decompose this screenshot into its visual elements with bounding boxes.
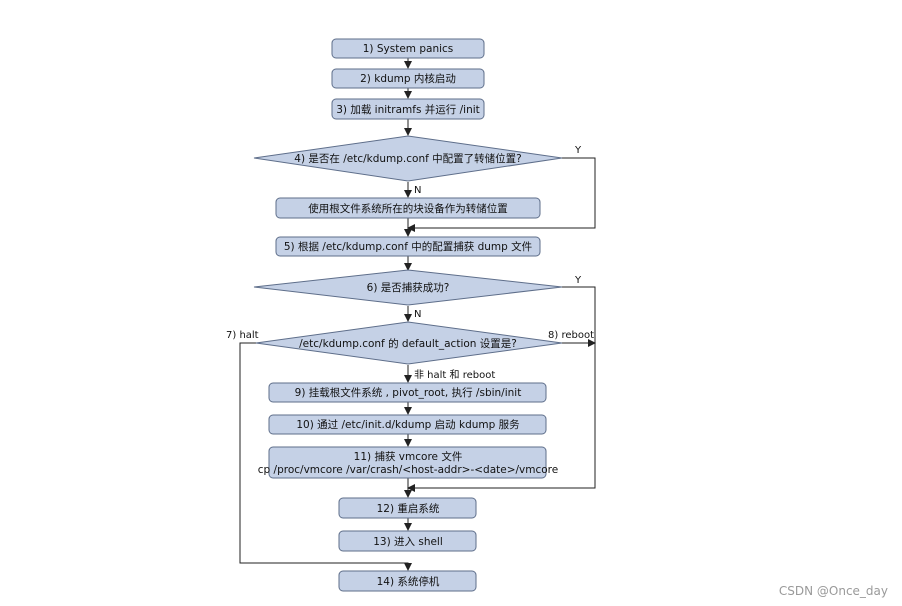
node-capture-dump: 5) 根据 /etc/kdump.conf 中的配置捕获 dump 文件: [275, 236, 541, 257]
node-enter-shell: 13) 进入 shell: [338, 530, 477, 552]
edge-label-halt: 7) halt: [226, 330, 259, 341]
edge-label-d4-yes: Y: [574, 145, 582, 156]
node-system-panics: 1) System panics: [331, 38, 485, 59]
node-reboot-system: 12) 重启系统: [338, 497, 477, 519]
node-load-initramfs-label: 3) 加载 initramfs 并运行 /init: [336, 103, 480, 116]
decision-capture-success: 6) 是否捕获成功?: [253, 269, 563, 306]
node-use-root-device-label: 使用根文件系统所在的块设备作为转储位置: [308, 202, 508, 215]
node-enter-shell-label: 13) 进入 shell: [373, 536, 443, 548]
node-start-kdump-service-label: 10) 通过 /etc/init.d/kdump 启动 kdump 服务: [296, 418, 520, 431]
node-start-kdump-service: 10) 通过 /etc/init.d/kdump 启动 kdump 服务: [268, 414, 547, 435]
node-capture-vmcore: 11) 捕获 vmcore 文件 cp /proc/vmcore /var/cr…: [258, 446, 558, 479]
node-system-halt-label: 14) 系统停机: [377, 575, 440, 588]
edge-label-reboot: 8) reboot: [548, 330, 594, 341]
watermark: CSDN @Once_day: [778, 584, 888, 598]
edge-4-yes: [407, 157, 596, 232]
node-mount-rootfs-label: 9) 挂载根文件系统 , pivot_root, 执行 /sbin/init: [295, 386, 522, 399]
node-capture-vmcore-label-2: cp /proc/vmcore /var/crash/<host-addr>-<…: [258, 464, 558, 476]
node-capture-dump-label: 5) 根据 /etc/kdump.conf 中的配置捕获 dump 文件: [284, 240, 532, 253]
node-kdump-kernel-start-label: 2) kdump 内核启动: [360, 72, 456, 85]
edges: [239, 58, 596, 571]
edge-6-yes: [407, 286, 596, 492]
decision-dump-target-configured: 4) 是否在 /etc/kdump.conf 中配置了转储位置?: [253, 135, 563, 182]
node-capture-vmcore-label-1: 11) 捕获 vmcore 文件: [354, 450, 463, 463]
edge-label-d6-yes: Y: [574, 275, 582, 286]
edge-7-halt: [239, 342, 412, 571]
edge-label-d6-no: N: [414, 309, 421, 320]
node-kdump-kernel-start: 2) kdump 内核启动: [331, 68, 485, 89]
decision-default-action: /etc/kdump.conf 的 default_action 设置是?: [255, 321, 563, 365]
node-mount-rootfs: 9) 挂载根文件系统 , pivot_root, 执行 /sbin/init: [268, 382, 547, 403]
decision-dump-target-configured-label: 4) 是否在 /etc/kdump.conf 中配置了转储位置?: [294, 152, 521, 165]
node-system-halt: 14) 系统停机: [338, 570, 477, 592]
node-load-initramfs: 3) 加载 initramfs 并运行 /init: [331, 98, 485, 120]
decision-default-action-label: /etc/kdump.conf 的 default_action 设置是?: [299, 337, 517, 350]
node-system-panics-label: 1) System panics: [363, 43, 454, 55]
node-reboot-system-label: 12) 重启系统: [377, 502, 440, 515]
edge-label-d4-no: N: [414, 185, 421, 196]
node-use-root-device: 使用根文件系统所在的块设备作为转储位置: [275, 197, 541, 219]
edge-label-other: 非 halt 和 reboot: [414, 369, 495, 381]
decision-capture-success-label: 6) 是否捕获成功?: [367, 281, 450, 294]
